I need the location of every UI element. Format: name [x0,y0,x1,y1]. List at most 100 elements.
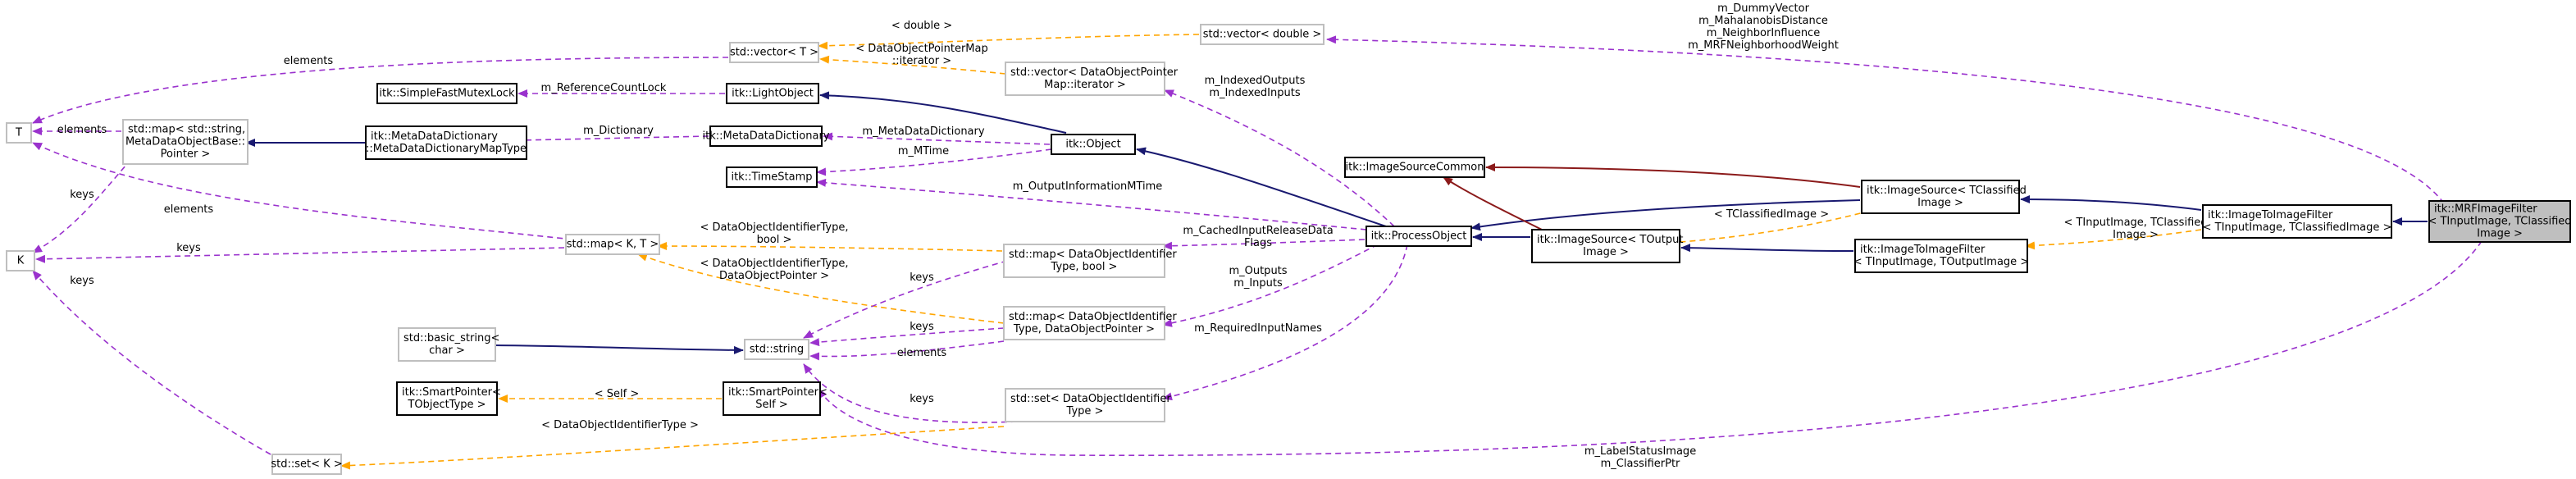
edge-label-tclassified-image: < TClassifiedImage > [1714,208,1829,221]
node-meta-data-dictionary-map-type[interactable]: itk::MetaDataDictionary::MetaDataDiction… [365,125,527,160]
node-label: std::map< DataObjectIdentifier [1009,249,1177,261]
edge-label-outputs-inputs: m_Outputs [1229,265,1287,277]
node-smart-pointer-self[interactable]: itk::SmartPointer<Self > [723,381,828,416]
node-label: K [17,255,25,267]
edge-label-keys-string: keys [910,393,934,405]
node-image-to-image-filter-classified[interactable]: itk::ImageToImageFilter< TInputImage, TC… [2202,204,2392,239]
node-std-vector-map-iterator[interactable]: std::vector< DataObjectPointerMap::itera… [1005,62,1179,96]
node-label: char > [429,344,465,357]
node-box [122,119,248,165]
node-box [1854,239,2028,273]
edge-process-object-cached-input-usage [1162,239,1366,250]
node-label: std::set< K > [271,458,342,471]
node-smart-pointer-tobject[interactable]: itk::SmartPointer<TObjectType > [396,381,501,416]
node-object[interactable]: itk::Object [1051,134,1136,155]
edge-label-iterator-arg: < DataObjectPointerMap [855,43,987,55]
node-light-object[interactable]: itk::LightObject [726,83,819,104]
node-simple-fast-mutex-lock[interactable]: itk::SimpleFastMutexLock [376,83,517,104]
edge-labels: m_DummyVectorm_MahalanobisDistancem_Neig… [57,2,2208,470]
node-std-map-identifier-pointer[interactable]: std::map< DataObjectIdentifierType, Data… [1003,306,1177,340]
node-box [744,339,809,360]
node-label: std::map< DataObjectIdentifier [1009,311,1177,323]
edge-label-m-dummy-vector: m_MRFNeighborhoodWeight [1688,39,1839,52]
node-std-map-k-t[interactable]: std::map< K, T > [565,234,660,255]
node-label: T [15,127,22,139]
node-std-map-string-pointer[interactable]: std::map< std::string,MetaDataObjectBase… [122,119,248,165]
node-label: itk::LightObject [732,88,814,100]
node-label: MetaDataObjectBase:: [125,136,245,148]
node-box [709,125,823,147]
edge-label-m-dummy-vector: m_DummyVector [1717,2,1810,15]
edge-std-set-identifier-keys-usage [803,363,1018,423]
node-label: TObjectType > [407,399,486,411]
edge-std-vector-double-template [818,34,1200,50]
node-label: std::vector< T > [730,47,818,59]
edge-std-vector-t-elements-usage [32,57,729,124]
edge-label-label-status-image: m_LabelStatusImage [1584,445,1696,458]
node-label: std::vector< double > [1203,29,1321,41]
node-box [1344,157,1485,178]
node-label: std::map< std::string, [128,124,245,136]
edge-label-keys-t: keys [70,189,94,201]
edge-object-mtime-usage [816,148,1052,176]
node-image-source-output[interactable]: itk::ImageSource< TOutputImage > [1531,229,1683,263]
node-std-set-k[interactable]: std::set< K > [271,454,343,475]
node-label: itk::MetaDataDictionary [371,130,498,143]
edge-process-object-outputs-inputs-usage [1162,244,1379,327]
node-box [723,381,821,416]
edge-image-source-output-to-image-source-common [1443,176,1543,230]
node-box [1003,306,1165,340]
edge-label-identifier-type-arg: < DataObjectIdentifierType > [541,419,699,431]
node-label: itk::ImageSourceCommon [1346,162,1484,174]
node-label: std::basic_string< [403,332,499,344]
node-process-object[interactable]: itk::ProcessObject [1366,226,1472,247]
node-label: itk::SmartPointer< [402,386,501,399]
node-box [6,122,32,144]
node-image-source-classified[interactable]: itk::ImageSource< TClassifiedImage > [1861,180,2027,214]
edge-label-cached-input-release: m_CachedInputReleaseData [1183,225,1333,237]
node-std-vector-double[interactable]: std::vector< double > [1200,24,1324,45]
edge-label-elements-k: elements [164,203,214,216]
node-box [1005,62,1165,96]
node-mrf-image-filter[interactable]: itk::MRFImageFilter< TInputImage, TClass… [2428,200,2572,243]
node-label: Type, DataObjectPointer > [1013,323,1155,335]
node-box [1005,388,1165,422]
edge-label-cached-input-release: Flags [1244,237,1272,249]
node-box [565,234,660,255]
node-image-to-image-filter-output[interactable]: itk::ImageToImageFilter< TInputImage, TO… [1853,239,2029,273]
node-label: < TInputImage, TClassified [2428,216,2571,228]
node-time-stamp[interactable]: itk::TimeStamp [726,167,818,188]
node-label: itk::ImageToImageFilter [1860,244,1986,256]
node-label: itk::SimpleFastMutexLock [379,88,515,100]
node-box [1861,180,2020,214]
node-std-set-identifier[interactable]: std::set< DataObjectIdentifierType > [1005,388,1171,422]
edge-label-ref-count-lock: m_ReferenceCountLock [541,82,667,94]
edge-label-elements-map: elements [57,124,107,136]
edge-label-keys-set: keys [70,275,94,287]
node-k[interactable]: K [6,250,35,271]
node-std-string[interactable]: std::string [744,339,809,360]
node-std-basic-string[interactable]: std::basic_string<char > [398,327,499,362]
node-image-source-common[interactable]: itk::ImageSourceCommon [1344,157,1485,178]
edge-std-map-identifier-pointer-template [637,253,1005,324]
node-box [6,250,35,271]
node-std-vector-t[interactable]: std::vector< T > [729,42,819,63]
edge-label-label-status-image: m_ClassifierPtr [1601,458,1680,470]
node-std-map-identifier-bool[interactable]: std::map< DataObjectIdentifierType, bool… [1003,244,1177,278]
node-t[interactable]: T [6,122,32,144]
node-label: ::MetaDataDictionaryMapType [366,143,527,155]
edge-label-identifier-bool: bool > [757,234,792,246]
node-box [365,125,527,160]
edge-label-m-dummy-vector: m_NeighborInfluence [1707,27,1820,39]
edge-std-basic-string-to-std-string [495,344,744,354]
node-meta-data-dictionary[interactable]: itk::MetaDataDictionary [703,125,830,147]
node-box [1531,229,1680,263]
node-label: itk::TimeStamp [731,171,812,184]
edge-object-meta-data-dictionary-usage [823,132,1051,145]
node-box [726,83,819,104]
edge-process-object-to-object [1136,147,1387,227]
edge-std-map-string-keys-usage [32,158,132,253]
node-label: itk::ImageToImageFilter [2208,209,2333,221]
edge-label-meta-data-dictionary-member: m_MetaDataDictionary [862,125,984,138]
